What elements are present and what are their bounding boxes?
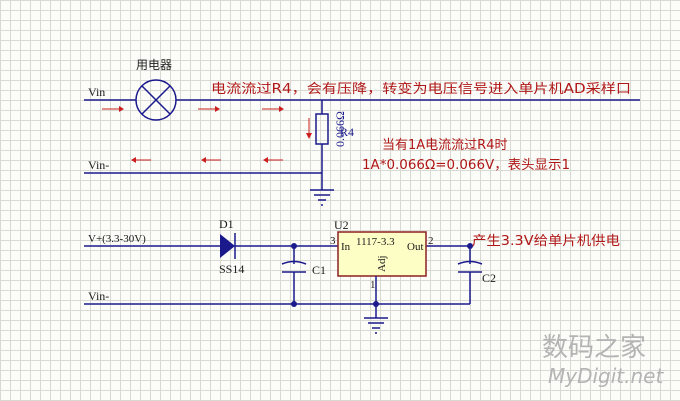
r4-resistor (315, 100, 329, 190)
c2-name: C2 (482, 271, 496, 285)
u2-pin-num-in: 3 (330, 235, 336, 247)
u2-name: U2 (334, 218, 349, 232)
top-circuit: Vin Vin- 用电器 R4 0.066Ω (84, 58, 640, 206)
d1-diode (220, 233, 236, 259)
current-arrows-top (102, 106, 312, 163)
watermark-en: MyDigit.net (548, 364, 664, 388)
annotation-1a-current: 当有1A电流流过R4时 (382, 138, 507, 153)
r4-value: 0.066Ω (333, 111, 347, 147)
lamp-symbol (135, 79, 177, 121)
vin-minus-label-bottom: Vin- (88, 289, 109, 303)
annotation-3v3-output: 产生3.3V给单片机供电 (472, 234, 620, 249)
lamp-label: 用电器 (136, 58, 172, 72)
annotation-r4-ad: 电流流过R4，会有压降，转变为电压信号进入单片机AD采样口 (211, 81, 631, 97)
annotation-voltage-calc: 1A*0.066Ω=0.066V，表头显示1 (362, 158, 570, 173)
u2-part: 1117-3.3 (356, 236, 395, 248)
r4-name: R4 (340, 125, 354, 139)
u2-pin-adj: Adj (376, 256, 388, 273)
vin-minus-label: Vin- (88, 158, 109, 172)
d1-name: D1 (219, 217, 234, 231)
bottom-circuit: V+(3.3-30V) Vin- D1 SS14 C1 U2 1117-3.3 … (84, 217, 620, 334)
ground-symbol-top (310, 189, 334, 206)
vin-label: Vin (88, 85, 105, 99)
c2-capacitor (457, 243, 483, 304)
u2-pin-num-out: 2 (428, 235, 434, 247)
u2-regulator (337, 231, 427, 307)
c1-name: C1 (312, 263, 326, 277)
d1-part: SS14 (219, 262, 244, 276)
watermark-cn: 数码之家 (542, 333, 646, 363)
u2-pin-in: In (341, 241, 351, 253)
u2-pin-out: Out (407, 241, 424, 253)
vplus-label: V+(3.3-30V) (88, 233, 146, 245)
ground-symbol-bottom (364, 304, 388, 334)
c1-capacitor (281, 243, 307, 307)
u2-pin-num-adj: 1 (370, 279, 376, 291)
watermark: 数码之家 MyDigit.net (542, 333, 664, 388)
